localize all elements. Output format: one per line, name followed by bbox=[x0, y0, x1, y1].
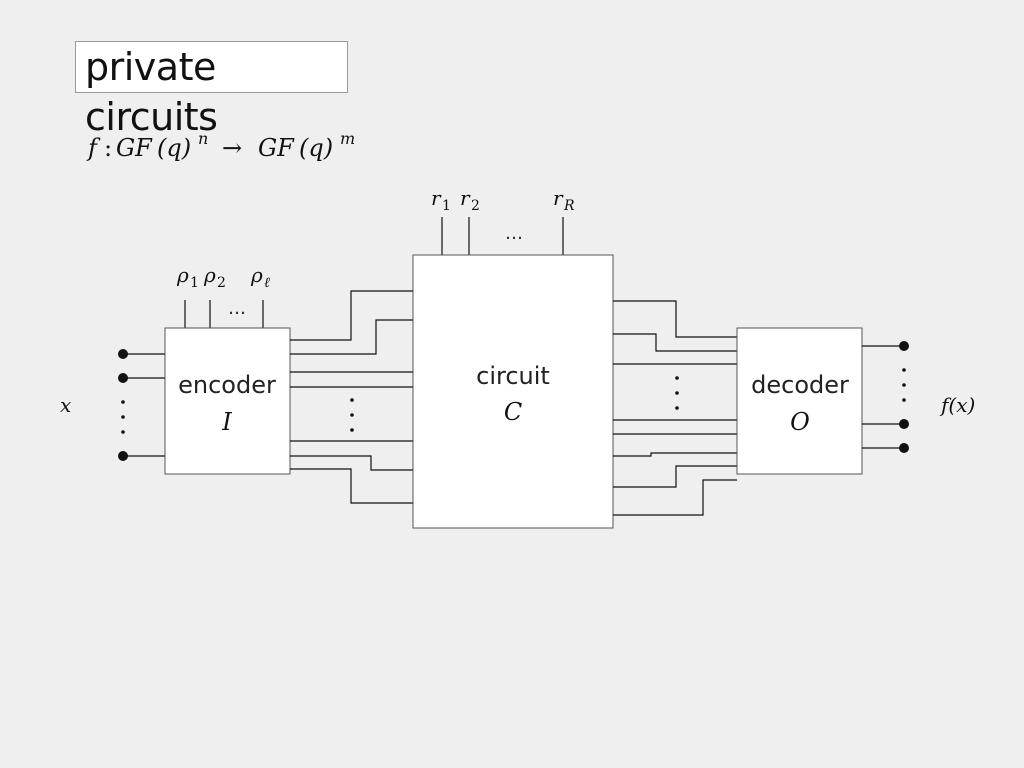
output-terminal bbox=[899, 443, 909, 453]
formula-colon: : bbox=[104, 134, 112, 162]
formula-q-codomain: (q) bbox=[299, 134, 333, 162]
rho-1-subscript: 1 bbox=[190, 275, 199, 291]
formula-exponent-n: n bbox=[198, 129, 208, 148]
slide-title: private circuits bbox=[75, 41, 348, 139]
circuit-label: circuit bbox=[476, 362, 550, 390]
r-R-subscript: R bbox=[563, 198, 575, 214]
circuit-box bbox=[412, 254, 614, 529]
rho-2-label: ρ bbox=[203, 263, 216, 287]
input-terminal bbox=[118, 451, 128, 461]
input-wires bbox=[118, 349, 165, 461]
vertical-ellipsis bbox=[121, 400, 125, 434]
circuit-symbol: C bbox=[504, 398, 522, 426]
rho-l-label: ρ bbox=[250, 263, 263, 287]
r-ellipsis: … bbox=[505, 223, 523, 244]
input-terminal bbox=[118, 373, 128, 383]
input-terminal bbox=[118, 349, 128, 359]
output-terminal bbox=[899, 341, 909, 351]
encoder-to-circuit-wires bbox=[290, 290, 413, 504]
rho-2-subscript: 2 bbox=[217, 275, 226, 291]
output-label: f(x) bbox=[939, 393, 975, 417]
vertical-ellipsis bbox=[675, 376, 679, 410]
formula-gf-domain: GF bbox=[116, 134, 153, 162]
function-formula: f : GF (q) n → GF (q) m bbox=[86, 129, 355, 162]
circuit-randomness: r 1 r 2 r R … bbox=[431, 186, 575, 256]
input-label: x bbox=[60, 393, 71, 417]
circuit-to-decoder-wires bbox=[613, 300, 737, 516]
rho-ellipsis: … bbox=[228, 298, 246, 319]
r-2-label: r bbox=[460, 186, 471, 210]
r-1-subscript: 1 bbox=[442, 198, 451, 214]
r-2-subscript: 2 bbox=[471, 198, 480, 214]
r-R-label: r bbox=[553, 186, 564, 210]
vertical-ellipsis bbox=[902, 368, 906, 402]
rho-l-subscript: ℓ bbox=[264, 275, 270, 291]
encoder-box bbox=[164, 327, 291, 475]
formula-q-domain: (q) bbox=[157, 134, 191, 162]
encoder-label: encoder bbox=[178, 371, 276, 399]
r-1-label: r bbox=[431, 186, 442, 210]
decoder-label: decoder bbox=[751, 371, 849, 399]
output-wires bbox=[862, 341, 909, 453]
formula-arrow: → bbox=[222, 134, 242, 162]
formula-exponent-m: m bbox=[340, 129, 355, 148]
formula-gf-codomain: GF bbox=[258, 134, 295, 162]
decoder-symbol: O bbox=[790, 408, 810, 436]
encoder-symbol: I bbox=[221, 408, 232, 436]
output-terminal bbox=[899, 419, 909, 429]
formula-f: f bbox=[86, 134, 101, 162]
decoder-box bbox=[736, 327, 863, 475]
vertical-ellipsis bbox=[350, 398, 354, 432]
encoder-randomness: ρ 1 ρ 2 ρ ℓ … bbox=[176, 263, 270, 328]
rho-1-label: ρ bbox=[176, 263, 189, 287]
